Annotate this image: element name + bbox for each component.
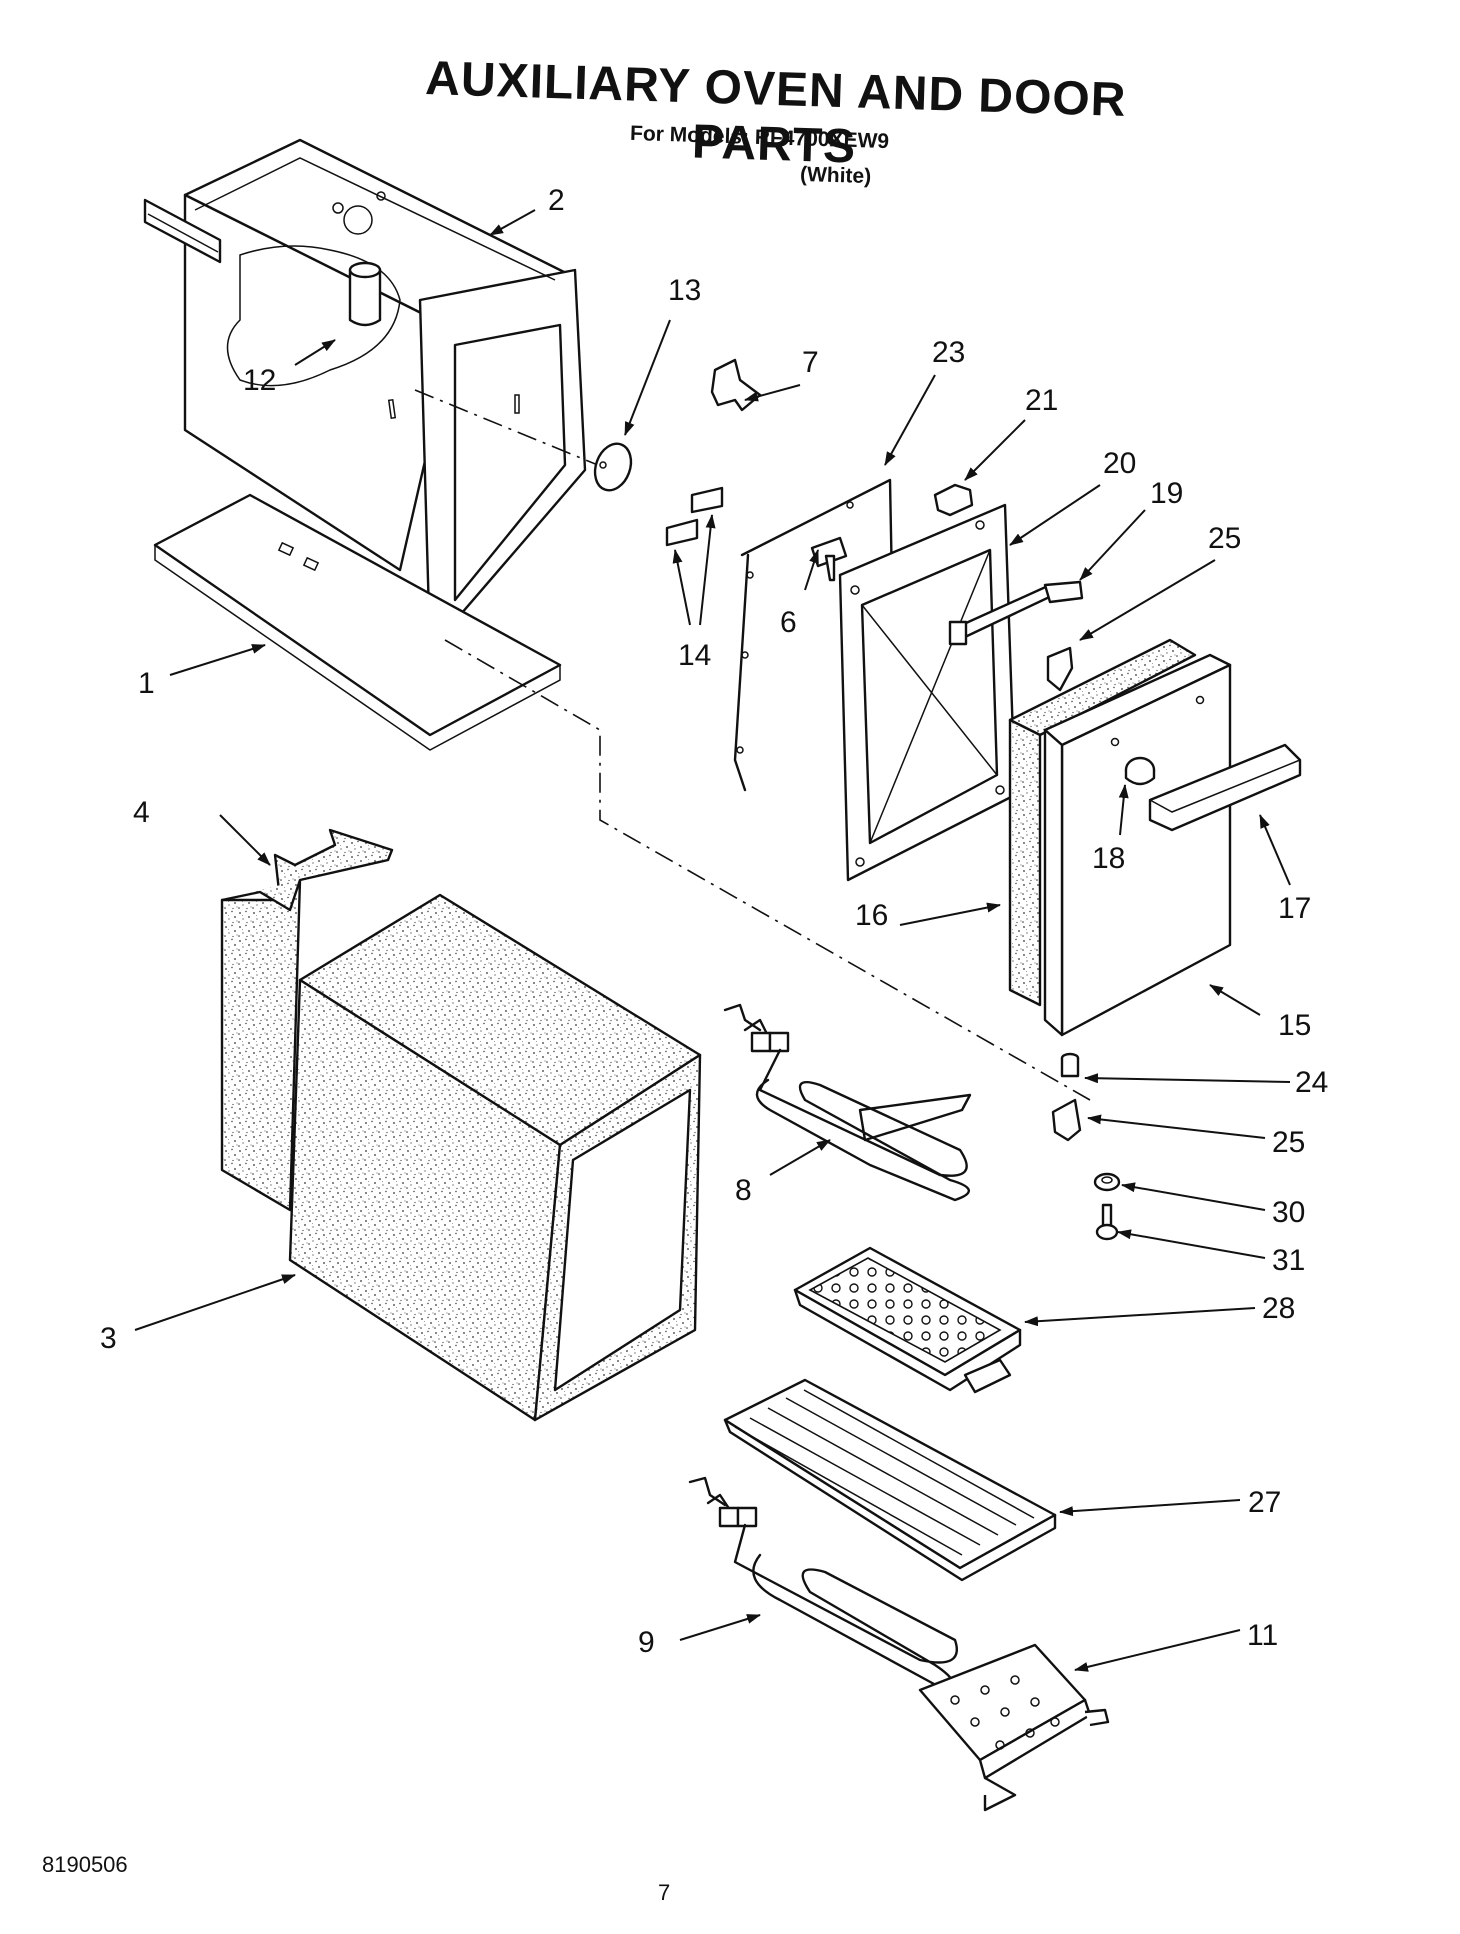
callout-2: 2 xyxy=(548,184,565,217)
callout-7: 7 xyxy=(802,346,819,379)
oven-cavity-part xyxy=(143,138,587,652)
hinge-bracket-upper-part xyxy=(1046,646,1074,692)
callout-6: 6 xyxy=(780,606,797,639)
leveling-leg-part xyxy=(1095,1203,1119,1241)
bake-element-part xyxy=(723,1003,972,1202)
screw-part xyxy=(810,536,848,582)
bottom-panel-part xyxy=(153,493,562,751)
callout-21: 21 xyxy=(1025,384,1058,417)
thermostat-cover-part xyxy=(593,442,724,547)
callout-31: 31 xyxy=(1272,1244,1305,1277)
alignment-line xyxy=(444,639,1091,1101)
callout-8: 8 xyxy=(735,1174,752,1207)
callout-3: 3 xyxy=(100,1322,117,1355)
hinge-link-part xyxy=(948,580,1084,646)
callout-4: 4 xyxy=(133,796,150,829)
rear-insulation-pad-part xyxy=(220,828,394,1212)
oven-insulation-wrap-part xyxy=(288,893,702,1422)
door-liner-part xyxy=(838,503,1017,882)
clip-part xyxy=(710,358,762,412)
callout-25-upper: 25 xyxy=(1208,522,1241,555)
grommet-part xyxy=(1093,1172,1121,1192)
pin-part xyxy=(1060,1052,1080,1078)
callout-12: 12 xyxy=(243,364,276,397)
door-insulation-part xyxy=(1008,638,1197,1007)
broil-element-part xyxy=(688,1476,958,1692)
alignment-line-upper xyxy=(414,389,611,471)
callout-11: 11 xyxy=(1247,1619,1278,1652)
page-number: 7 xyxy=(658,1880,671,1905)
leader-arrows xyxy=(134,209,1291,1672)
hinge-bracket-lower-part xyxy=(1051,1098,1082,1142)
outer-door-panel-part xyxy=(1043,653,1232,1037)
callout-20: 20 xyxy=(1103,447,1136,480)
door-stop-part xyxy=(1124,756,1156,786)
callout-17: 17 xyxy=(1278,892,1311,925)
callout-1: 1 xyxy=(138,667,155,700)
bracket-part xyxy=(933,483,974,517)
callout-15: 15 xyxy=(1278,1009,1311,1042)
heat-shield-part xyxy=(918,1643,1110,1812)
callout-18: 18 xyxy=(1092,842,1125,875)
callout-30: 30 xyxy=(1272,1196,1305,1229)
callout-16: 16 xyxy=(855,899,888,932)
callout-25-lower: 25 xyxy=(1272,1126,1305,1159)
callout-28: 28 xyxy=(1262,1292,1295,1325)
callout-13: 13 xyxy=(668,274,701,307)
callout-19: 19 xyxy=(1150,477,1183,510)
broil-pan-part xyxy=(793,1246,1022,1394)
broil-grid-part xyxy=(723,1378,1057,1582)
callout-24: 24 xyxy=(1295,1066,1328,1099)
door-handle-part xyxy=(1148,743,1302,832)
callout-9: 9 xyxy=(638,1626,655,1659)
callout-27: 27 xyxy=(1248,1486,1281,1519)
callout-23: 23 xyxy=(932,336,965,369)
callout-14: 14 xyxy=(678,639,711,672)
callout-labels: 2 12 13 14 7 23 21 20 19 25 6 1 4 18 17 … xyxy=(100,184,1328,1659)
document-number: 8190506 xyxy=(42,1852,128,1877)
